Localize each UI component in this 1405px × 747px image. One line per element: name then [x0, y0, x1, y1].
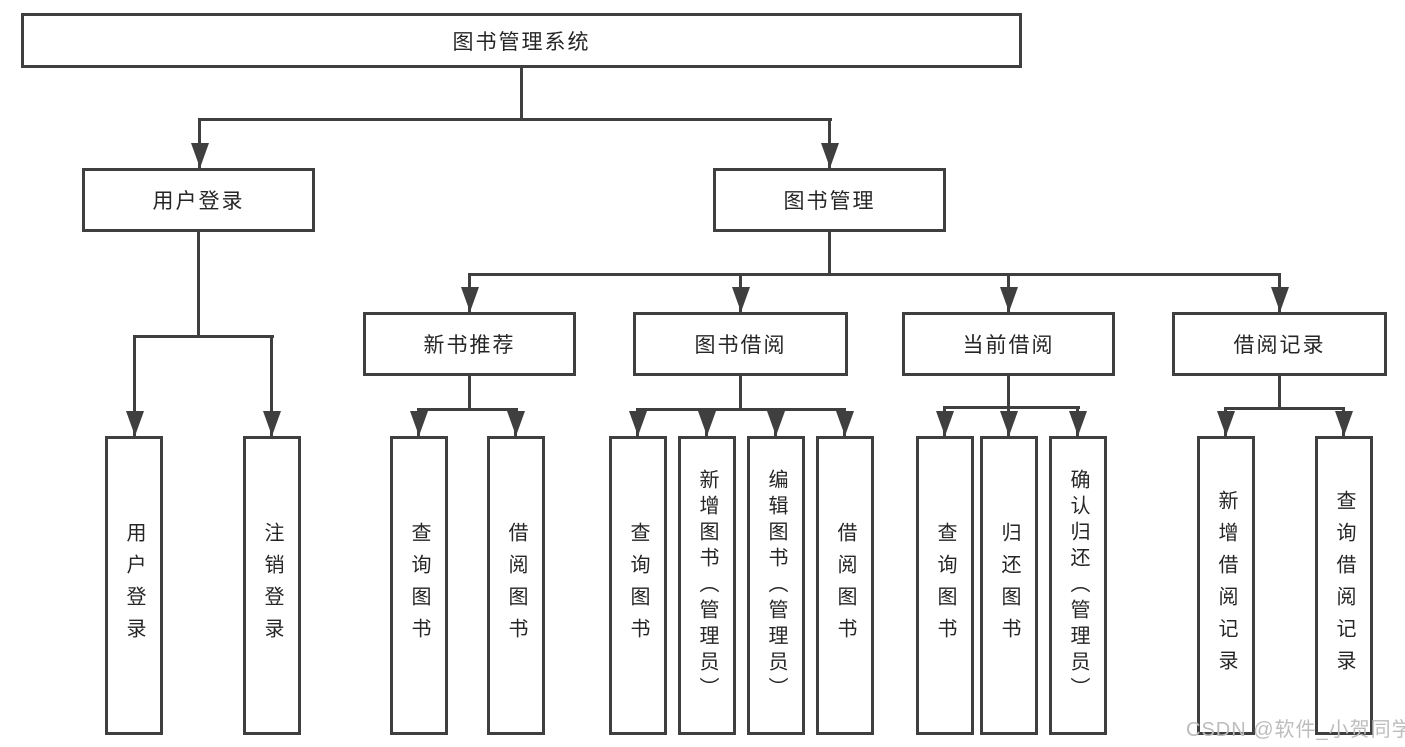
- edge-arrow-br-add: [1224, 407, 1227, 436]
- leaf-label: 借阅图书: [834, 521, 856, 650]
- leaf-label: 查询图书: [934, 521, 956, 650]
- edge-arrow-book-borrow: [739, 273, 742, 312]
- edge-arrow-bb-borrow: [843, 408, 846, 436]
- node-label: 新书推荐: [423, 334, 516, 357]
- leaf-query-books-current: 查询图书: [916, 436, 974, 735]
- leaf-query-books-recommend: 查询图书: [390, 436, 448, 735]
- edge-arrow-bb-edit: [774, 408, 777, 436]
- node-label: 用户登录: [152, 190, 245, 213]
- node-borrow-records: 借阅记录: [1172, 312, 1387, 376]
- leaf-label: 归还图书: [998, 521, 1020, 650]
- edge-new-book-rail: [418, 408, 518, 411]
- leaf-query-borrow-record: 查询借阅记录: [1315, 436, 1373, 735]
- edge-arrow-new-book: [468, 273, 471, 312]
- edge-arrow-nb-borrow: [514, 408, 517, 436]
- leaf-confirm-return-admin: 确认归还（管理员）: [1049, 436, 1107, 735]
- leaf-label: 查询图书: [627, 521, 649, 650]
- edge-arrow-user-login: [198, 118, 201, 168]
- edge-arrow-cb-confirm: [1076, 406, 1079, 436]
- leaf-label: 新增图书（管理员）: [696, 468, 718, 703]
- edge-arrow-borrow-records: [1278, 273, 1281, 312]
- edge-root-stub: [520, 68, 523, 118]
- csdn-watermark: CSDN @软件_小贺同学: [1186, 719, 1405, 741]
- leaf-edit-book-admin: 编辑图书（管理员）: [747, 436, 805, 735]
- edge-arrow-cb-return: [1007, 406, 1010, 436]
- leaf-label: 查询借阅记录: [1333, 489, 1355, 682]
- edge-arrow-book-management: [828, 118, 831, 168]
- leaf-add-borrow-record: 新增借阅记录: [1197, 436, 1255, 735]
- node-label: 当前借阅: [962, 334, 1055, 357]
- leaf-label: 查询图书: [408, 521, 430, 650]
- leaf-label: 借阅图书: [505, 521, 527, 650]
- edge-book-borrow-stub: [739, 376, 742, 408]
- edge-arrow-nb-query: [417, 408, 420, 436]
- node-library-management-system: 图书管理系统: [21, 13, 1022, 68]
- edge-book-management-stub: [828, 232, 831, 273]
- leaf-label: 用户登录: [123, 521, 145, 650]
- node-book-borrow: 图书借阅: [633, 312, 848, 376]
- edge-arrow-cb-query: [943, 406, 946, 436]
- edge-user-login-rail: [133, 335, 274, 338]
- node-label: 借阅记录: [1233, 334, 1326, 357]
- edge-book-borrow-rail: [637, 408, 846, 411]
- edge-borrow-records-stub: [1278, 376, 1281, 407]
- node-new-book-recommend: 新书推荐: [363, 312, 576, 376]
- leaf-query-books-borrow: 查询图书: [609, 436, 667, 735]
- edge-user-login-stub: [197, 232, 200, 335]
- leaf-label: 确认归还（管理员）: [1067, 468, 1089, 703]
- edge-arrow-bb-add: [705, 408, 708, 436]
- leaf-logout: 注销登录: [243, 436, 301, 735]
- leaf-user-login: 用户登录: [105, 436, 163, 735]
- edge-current-borrow-rail: [944, 406, 1080, 409]
- node-book-management: 图书管理: [713, 168, 946, 232]
- edge-borrow-records-rail: [1225, 407, 1345, 410]
- edge-arrow-current-borrow: [1007, 273, 1010, 312]
- edge-level3-rail: [468, 273, 1281, 276]
- node-label: 图书管理系统: [452, 30, 591, 54]
- node-current-borrow: 当前借阅: [902, 312, 1115, 376]
- leaf-return-books: 归还图书: [980, 436, 1038, 735]
- edge-current-borrow-stub: [1007, 376, 1010, 406]
- edge-arrow-bb-query: [636, 408, 639, 436]
- leaf-label: 编辑图书（管理员）: [765, 468, 787, 703]
- edge-arrow-leaf-user-login: [133, 335, 136, 436]
- node-user-login: 用户登录: [82, 168, 315, 232]
- node-label: 图书借阅: [694, 334, 787, 357]
- edge-new-book-stub: [468, 376, 471, 408]
- leaf-borrow-books-borrow: 借阅图书: [816, 436, 874, 735]
- leaf-add-book-admin: 新增图书（管理员）: [678, 436, 736, 735]
- edge-arrow-leaf-logout: [270, 335, 273, 436]
- leaf-borrow-books-recommend: 借阅图书: [487, 436, 545, 735]
- edge-level2-rail: [198, 118, 832, 121]
- edge-arrow-br-query: [1342, 407, 1345, 436]
- leaf-label: 新增借阅记录: [1215, 489, 1237, 682]
- leaf-label: 注销登录: [261, 521, 283, 650]
- node-label: 图书管理: [783, 190, 876, 213]
